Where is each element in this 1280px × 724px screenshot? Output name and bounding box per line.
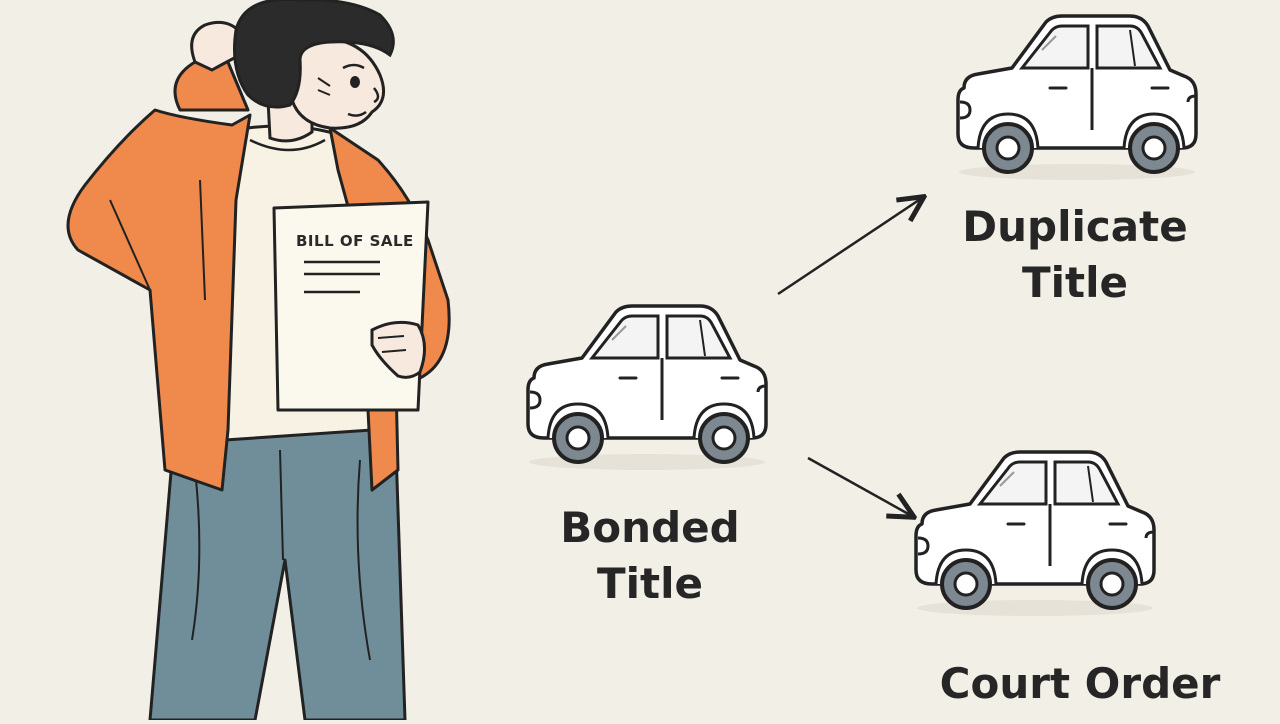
label-duplicate-title: Duplicate Title [935, 199, 1215, 311]
car-court-order [914, 450, 1156, 618]
hair [233, 0, 395, 109]
confused-person [66, 0, 451, 722]
jacket-left [66, 108, 252, 492]
label-bonded-line2: Title [596, 559, 703, 608]
label-bonded-line1: Bonded [560, 503, 740, 552]
label-court-line1: Court Order [939, 659, 1221, 708]
arrow-to-duplicate-title [777, 198, 922, 296]
document-heading: BILL OF SALE [296, 232, 414, 250]
label-duplicate-line2: Title [1021, 258, 1128, 307]
label-court-order: Court Order [915, 656, 1245, 712]
car-bonded-title [526, 304, 768, 472]
car-duplicate-title [956, 14, 1198, 182]
label-duplicate-line1: Duplicate [962, 202, 1188, 251]
arrow-to-court-order [807, 456, 912, 516]
raised-hand [190, 20, 248, 72]
face [290, 36, 386, 130]
label-bonded-title: Bonded Title [530, 500, 770, 612]
